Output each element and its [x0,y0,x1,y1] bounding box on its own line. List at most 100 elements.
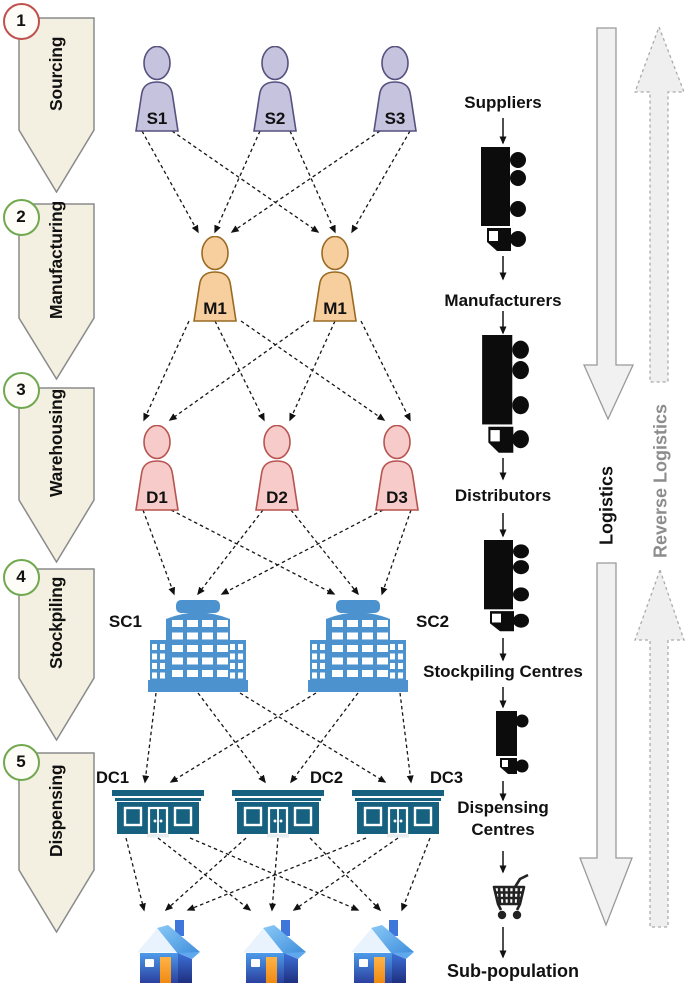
edge-S1-M1a [141,130,199,234]
node-sc1 [142,600,254,692]
store-icon [232,790,324,838]
node-label-dc1-0: DC1 [96,769,130,787]
node-sub-population-1 [130,916,202,986]
node-sub-population-3 [344,916,416,986]
person-icon [193,235,237,322]
edge-DC2-H2 [269,837,279,912]
edge-M1a-D1 [143,320,190,422]
flow-label-dispensing-centres: Dispensing Centres [457,798,549,839]
node-sc2 [302,600,414,692]
edge-DC3-H2 [292,837,399,911]
building-icon [148,600,248,692]
node-label-m1-1: M1 [323,299,347,318]
node-d3 [373,424,421,511]
flow-icons [481,118,529,959]
flow-label-suppliers: Suppliers [464,93,542,112]
person-icon [375,424,419,511]
stage-banner-shape [18,568,95,742]
edge-DC1-H1 [125,837,146,912]
edge-D3-SC1 [220,509,384,595]
edge-S2-M1a [214,130,261,234]
node-dc3 [352,787,444,839]
edge-D2-SC2 [290,509,359,596]
node-label-dc3-2: DC3 [430,769,464,787]
stage-banner-shape [18,752,95,934]
node-s1 [133,45,181,132]
flow-label-stockpiling-centres: Stockpiling Centres [423,662,583,681]
edge-SC1-DC1 [142,692,157,784]
logistics-label: Logistics [596,465,617,545]
house-icon [348,920,414,983]
node-dc2 [232,787,324,839]
edge-M1b-D2 [289,320,336,422]
house-icon [134,920,200,983]
node-label-sc1-0: SC1 [108,612,142,631]
edge-D1-SC2 [170,509,336,595]
stage-banner-sourcing [18,17,95,194]
stage-number-badge: 3 [2,371,40,409]
node-m1 [311,235,359,322]
edge-S3-M1b [351,130,411,234]
stage-number-badge: 1 [2,2,40,40]
node-s3 [371,45,419,132]
node-sub-population-2 [236,916,308,986]
van-icon [496,711,529,774]
flow-label-manufacturers: Manufacturers [444,291,562,310]
building-icon [308,600,408,692]
edge-SC1-DC3 [239,692,387,783]
edge-DC3-H3 [401,837,431,912]
truck-icon [482,335,529,453]
edge-DC2-H3 [309,837,382,912]
node-dc1 [112,787,204,839]
cart-icon [492,873,529,920]
stage-banner-shape [18,17,95,194]
stage-number-badge: 5 [2,743,40,781]
reverse-logistics-label: Reverse Logistics [650,403,671,559]
person-icon [135,424,179,511]
node-label-s2-1: S2 [264,109,286,128]
edge-DC2-H1 [164,837,247,912]
node-label-d2-1: D2 [266,488,288,507]
person-icon [135,45,179,132]
node-m1 [191,235,239,322]
node-d1 [133,424,181,511]
store-icon [352,790,444,838]
stage-banner-shape [18,203,95,381]
node-label-dc2-1: DC2 [310,769,344,787]
network-edges [125,130,431,912]
stage-banner-shape [18,387,95,564]
stage-banner-warehousing [18,387,95,564]
logistics-arrows [579,25,685,928]
edge-D3-SC2 [380,509,412,596]
flow-label-sub-population: Sub-population [447,961,579,981]
reverse-up-arrow-bottom [634,568,685,928]
stage-number-badge: 4 [2,558,40,596]
stage-number-badge: 2 [2,198,40,236]
edge-S2-M1b [289,130,336,234]
edge-D2-SC1 [197,509,264,596]
node-label-d3-2: D3 [386,488,408,507]
stage-banner-dispensing [18,752,95,934]
node-d2 [253,424,301,511]
logistics-down-arrow-top [582,27,635,421]
flow-label-distributors: Distributors [454,486,552,505]
edge-SC2-DC3 [399,692,414,784]
truck-icon [484,540,529,632]
edge-M1b-D3 [360,320,411,422]
edge-SC2-DC2 [290,692,359,784]
node-label-m1-0: M1 [203,299,227,318]
person-icon [253,45,297,132]
stage-banner-stockpiling [18,568,95,742]
truck-icon [481,147,526,251]
edge-DC1-H3 [189,837,360,911]
node-label-s1-0: S1 [146,109,168,128]
edge-S3-M1a [230,130,381,233]
person-icon [313,235,357,322]
person-icon [255,424,299,511]
node-label-d1-0: D1 [146,488,168,507]
edge-DC1-H2 [157,837,252,911]
node-s2 [251,45,299,132]
person-icon [373,45,417,132]
